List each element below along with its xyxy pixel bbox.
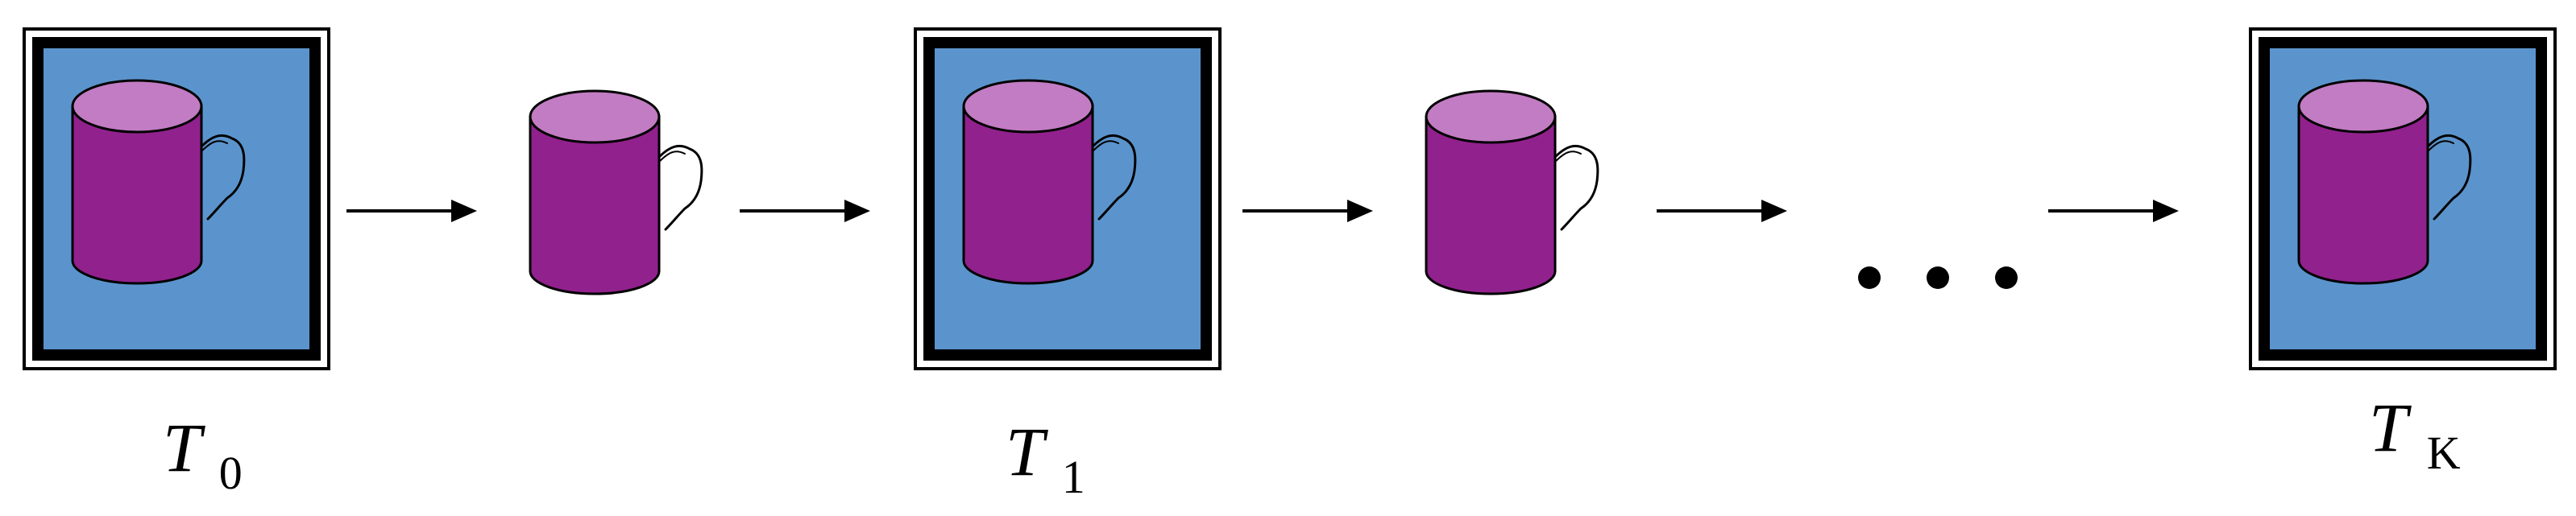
frame-t0 [23,27,330,370]
mug-icon [1425,89,1599,295]
label-t1: T 1 [1006,413,1085,503]
ellipsis-icon [1858,266,2018,289]
label-t1-main: T [1006,413,1048,490]
label-t1-sub: 1 [1062,451,1085,503]
frame-tk [2249,27,2557,370]
label-t0-main: T [163,409,205,486]
arrow-right-icon [1242,200,1373,222]
label-t0-sub: 0 [219,447,243,499]
label-t0: T 0 [163,409,243,499]
arrow-right-icon [346,200,477,222]
label-tk: T K [2369,389,2461,479]
arrow-right-icon [740,200,870,222]
frame-t1 [914,27,1222,370]
label-tk-sub: K [2427,427,2461,479]
mug-icon [529,89,703,295]
arrow-right-icon [2048,200,2179,222]
arrow-right-icon [1657,200,1787,222]
label-tk-main: T [2369,389,2412,466]
